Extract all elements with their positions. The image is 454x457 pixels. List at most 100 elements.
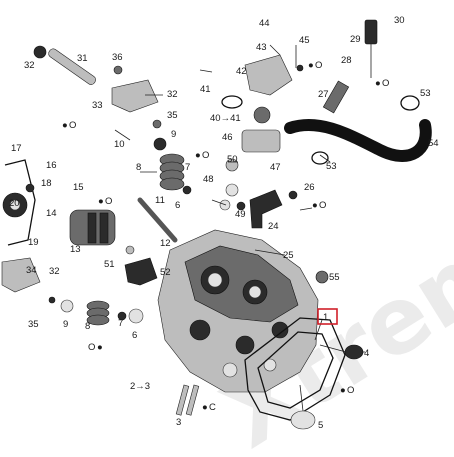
callout-35b[interactable]: 35 <box>28 319 39 330</box>
cylinder-head[interactable] <box>157 229 319 393</box>
callout-55[interactable]: 55 <box>329 272 340 283</box>
callout-5[interactable]: 5 <box>318 420 323 431</box>
svg-text:●: ● <box>62 120 68 131</box>
callout-50[interactable]: 50 <box>227 154 238 165</box>
oil-symbol: O ● <box>88 342 103 353</box>
callout-3[interactable]: 3 <box>176 417 181 428</box>
temperature-sensor[interactable] <box>322 19 378 114</box>
callout-27[interactable]: 27 <box>318 89 329 100</box>
sprocket-chain[interactable] <box>2 159 36 246</box>
lubrication-symbols: ● O ● O ● O ● O ● O ● O O ● ● O <box>62 60 389 413</box>
valve-spring-lower[interactable] <box>86 300 110 326</box>
rocker-shaft[interactable] <box>47 47 97 86</box>
callout-49[interactable]: 49 <box>235 209 246 220</box>
callout-32[interactable]: 32 <box>24 60 35 71</box>
svg-text:O: O <box>319 200 326 211</box>
callout-52[interactable]: 52 <box>160 267 171 278</box>
rocker-arm-lower[interactable] <box>1 257 41 293</box>
callout-15[interactable]: 15 <box>73 182 84 193</box>
callout-51[interactable]: 51 <box>104 259 115 270</box>
svg-text:●: ● <box>98 196 104 207</box>
valve-exhaust[interactable] <box>290 384 316 430</box>
svg-text:O: O <box>105 196 112 207</box>
rocker-arm-upper[interactable] <box>111 79 159 113</box>
head-gasket[interactable] <box>244 317 346 421</box>
callout-labels: 1 2→3 3 4 5 6 6 7 7 8 8 9 9 10 11 12 13 … <box>9 15 439 431</box>
callout-35[interactable]: 35 <box>167 110 178 121</box>
callout-20[interactable]: 20 <box>9 198 20 209</box>
svg-text:●: ● <box>312 200 318 211</box>
callout-48[interactable]: 48 <box>203 174 214 185</box>
callout-2-3[interactable]: 2→3 <box>130 381 150 392</box>
callout-47[interactable]: 47 <box>270 162 281 173</box>
svg-text:O: O <box>315 60 322 71</box>
svg-text:●: ● <box>202 402 208 413</box>
decompressor[interactable] <box>124 257 158 286</box>
svg-text:O: O <box>88 342 95 353</box>
svg-text:C: C <box>209 402 216 413</box>
callout-10[interactable]: 10 <box>114 139 125 150</box>
leader-lines <box>114 44 365 353</box>
coolant-hose[interactable] <box>284 119 432 162</box>
callout-34[interactable]: 34 <box>26 265 37 276</box>
callout-4[interactable]: 4 <box>364 348 369 359</box>
callout-44[interactable]: 44 <box>259 18 270 29</box>
callout-17[interactable]: 17 <box>11 143 22 154</box>
callout-30[interactable]: 30 <box>394 15 405 26</box>
callout-28[interactable]: 28 <box>341 55 352 66</box>
callout-42[interactable]: 42 <box>236 66 247 77</box>
callout-9b[interactable]: 9 <box>63 319 68 330</box>
callout-14[interactable]: 14 <box>46 208 57 219</box>
callout-43[interactable]: 43 <box>256 42 267 53</box>
callout-53b[interactable]: 53 <box>326 161 337 172</box>
fasteners <box>25 45 329 324</box>
callout-9[interactable]: 9 <box>171 129 176 140</box>
callout-8[interactable]: 8 <box>136 162 141 173</box>
callout-24[interactable]: 24 <box>268 221 279 232</box>
callout-6b[interactable]: 6 <box>132 330 137 341</box>
callout-7[interactable]: 7 <box>185 162 190 173</box>
callout-54[interactable]: 54 <box>428 138 439 149</box>
callout-12[interactable]: 12 <box>160 238 171 249</box>
callout-32c[interactable]: 32 <box>49 266 60 277</box>
callout-45[interactable]: 45 <box>299 35 310 46</box>
svg-text:O: O <box>347 385 354 396</box>
callout-19[interactable]: 19 <box>28 237 39 248</box>
callout-13[interactable]: 13 <box>70 244 81 255</box>
oil-symbol: ● O <box>312 200 326 211</box>
hose-clamp-upper[interactable] <box>400 95 420 111</box>
callout-7b[interactable]: 7 <box>118 318 123 329</box>
camshaft[interactable] <box>69 209 116 246</box>
oil-symbol: ● O <box>308 60 322 71</box>
callout-40-41[interactable]: 40→41 <box>210 113 241 124</box>
callout-25[interactable]: 25 <box>283 250 294 261</box>
callout-6[interactable]: 6 <box>175 200 180 211</box>
callout-33[interactable]: 33 <box>92 100 103 111</box>
svg-text:●: ● <box>375 78 381 89</box>
hose-clamp-lower[interactable] <box>311 151 329 165</box>
thermostat-housing[interactable] <box>221 54 293 153</box>
callout-53[interactable]: 53 <box>420 88 431 99</box>
svg-text:●: ● <box>308 60 314 71</box>
svg-text:●: ● <box>97 342 103 353</box>
valve-spring-upper[interactable] <box>159 153 185 191</box>
callout-31[interactable]: 31 <box>77 53 88 64</box>
callout-11[interactable]: 11 <box>155 195 165 206</box>
chain-tensioner[interactable] <box>249 189 283 229</box>
callout-36[interactable]: 36 <box>112 52 123 63</box>
oil-symbol: ● O <box>62 120 76 131</box>
callout-18[interactable]: 18 <box>41 178 52 189</box>
callout-29[interactable]: 29 <box>350 34 361 45</box>
callout-26[interactable]: 26 <box>304 182 315 193</box>
callout-46[interactable]: 46 <box>222 132 233 143</box>
callout-41[interactable]: 41 <box>200 84 211 95</box>
callout-1[interactable]: 1 <box>323 312 328 323</box>
callout-8b[interactable]: 8 <box>85 321 90 332</box>
copper-symbol: ● C <box>202 402 216 413</box>
callout-32b[interactable]: 32 <box>167 89 178 100</box>
stud-bolts[interactable] <box>175 384 200 416</box>
tensioner-guide[interactable] <box>137 197 178 243</box>
svg-text:O: O <box>382 78 389 89</box>
callout-16[interactable]: 16 <box>46 160 57 171</box>
